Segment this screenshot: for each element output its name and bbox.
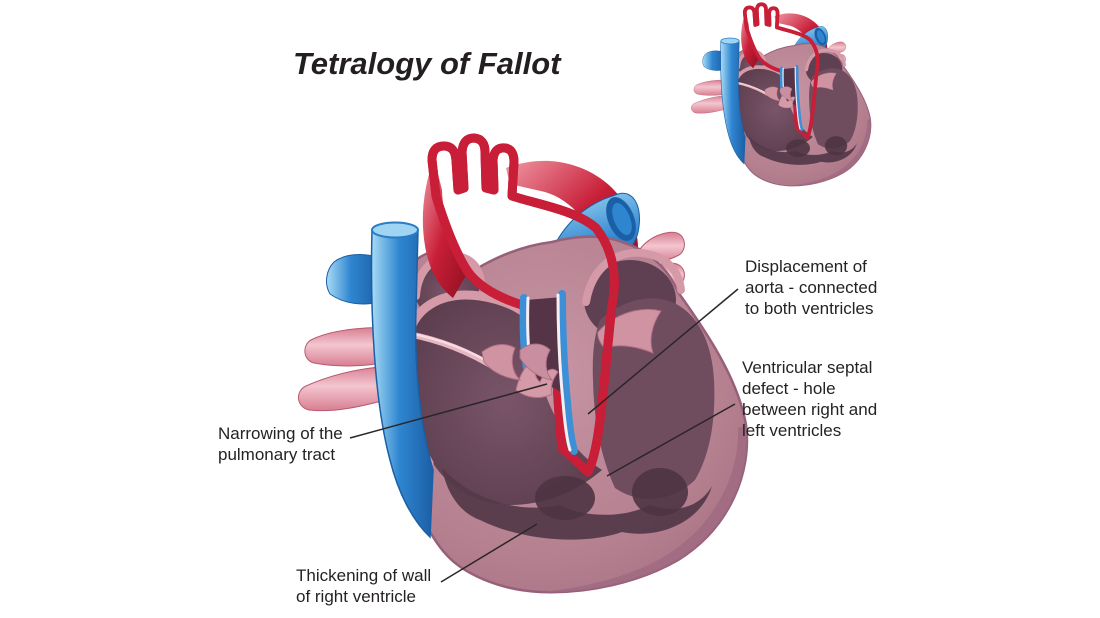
diagram-title: Tetralogy of Fallot xyxy=(293,46,561,81)
left-atrium-rim xyxy=(582,248,685,306)
trunk-right-wall-blue xyxy=(558,290,578,455)
leader-vsd xyxy=(606,403,736,477)
tricuspid-leaflet-b xyxy=(519,343,554,381)
label-narrowing-pulmonary-tract: Narrowing of the pulmonary tract xyxy=(218,424,343,464)
papillary-muscle-left xyxy=(535,476,595,520)
tricuspid-leaflet-a xyxy=(481,344,522,381)
label-ventricular-septal-defect: Ventricular septal defect - hole between… xyxy=(742,358,878,440)
pulmonary-artery-cut-end-inner xyxy=(612,202,632,236)
trabeculae-band xyxy=(442,468,712,540)
superior-vena-cava xyxy=(370,229,434,539)
leader-lines xyxy=(349,288,739,583)
right-pulmonary-artery-stub xyxy=(326,254,381,305)
leader-narrowing xyxy=(349,383,548,439)
svc-cut-opening xyxy=(371,221,419,239)
label-thickening-right-ventricle-wall: Thickening of wall of right ventricle xyxy=(296,566,432,606)
leader-thickening xyxy=(440,523,538,583)
left-ventricle-cavity xyxy=(592,298,715,499)
papillary-muscle-right xyxy=(632,468,688,516)
trunk-right-wall-white xyxy=(556,293,572,452)
heart-diagram-large xyxy=(298,133,749,594)
heart-diagram-inset xyxy=(691,4,870,186)
leader-displacement xyxy=(587,288,739,415)
label-displacement-of-aorta: Displacement of aorta - connected to bot… xyxy=(745,257,878,318)
